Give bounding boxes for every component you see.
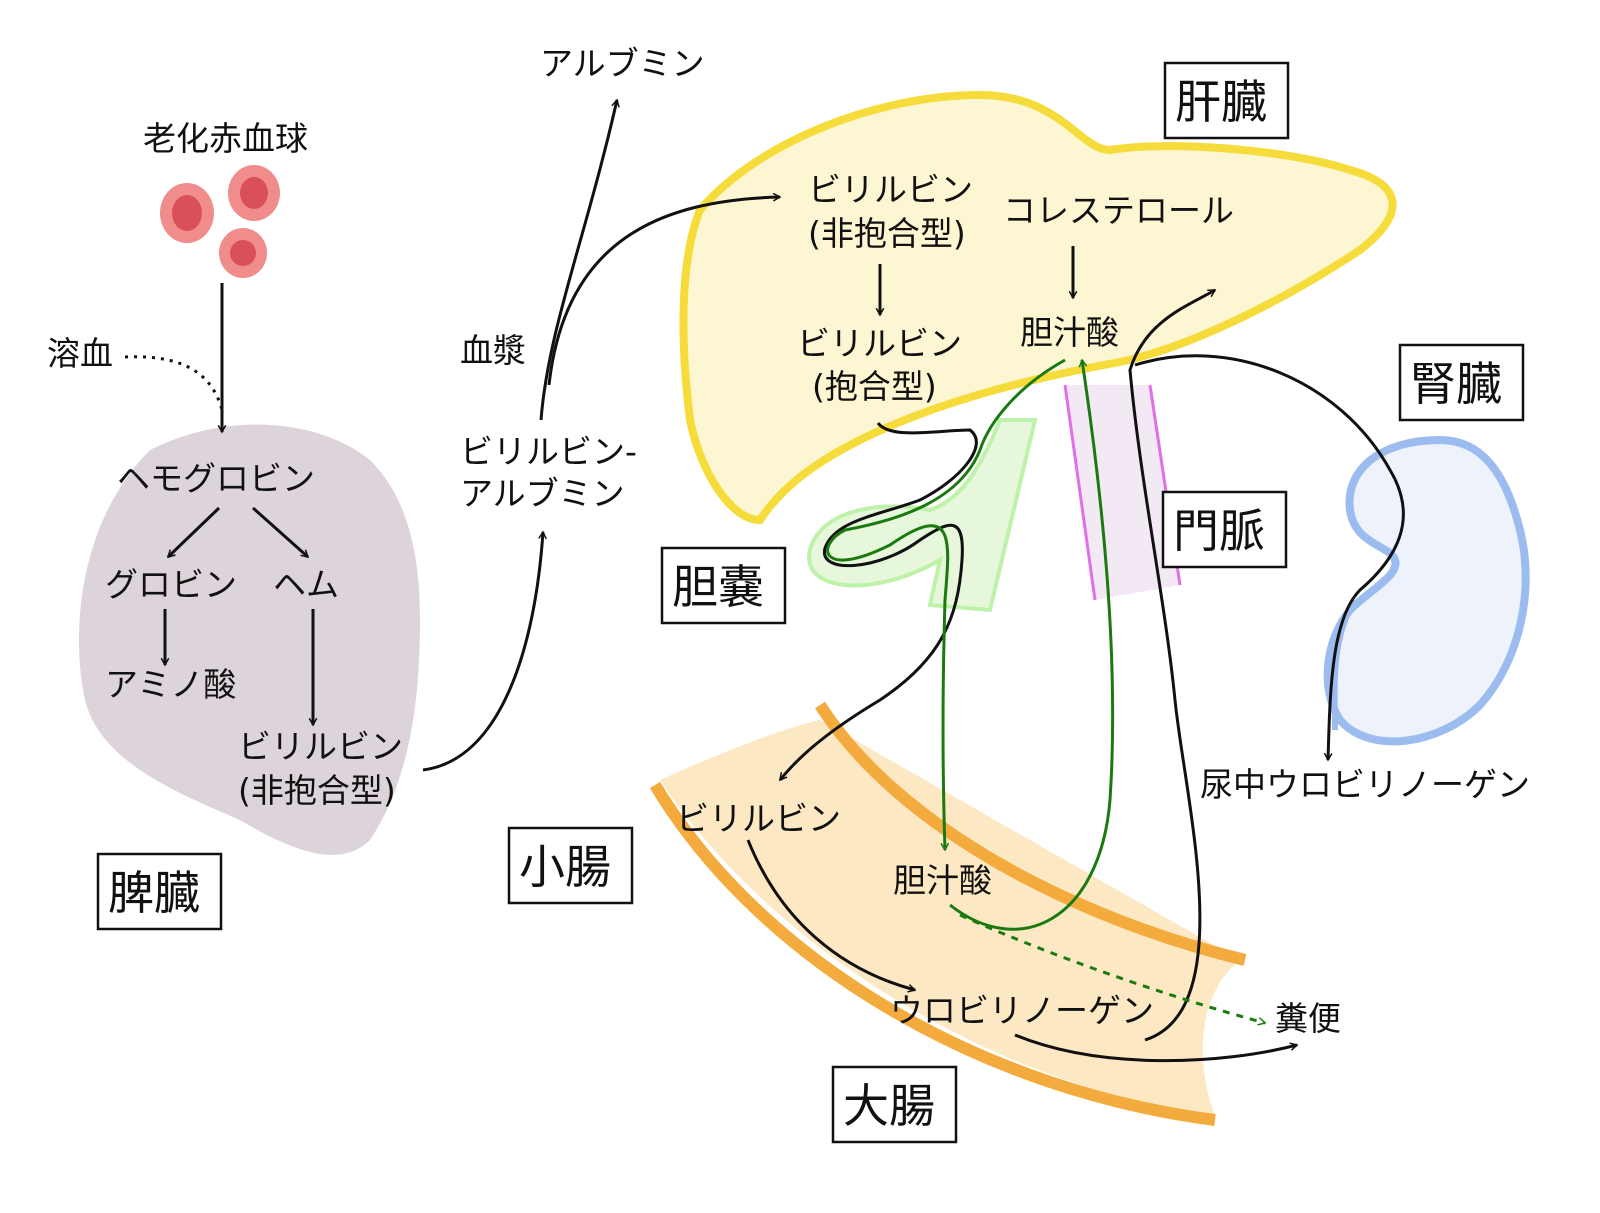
intestine-upper-wall (814, 701, 1247, 966)
svg-text:腎臓: 腎臓 (1410, 357, 1502, 411)
svg-text:肝臓: 肝臓 (1175, 75, 1267, 129)
spleen-shape (78, 424, 420, 855)
label-liver-conj-line1: ビリルビン (797, 324, 962, 363)
label-amino-acid: アミノ酸 (105, 665, 236, 704)
label-liver-unconj-line2: (非抱合型) (808, 214, 966, 253)
organ-label-small-intestine: 小腸 (507, 826, 634, 905)
label-bile-acid-liver: 胆汁酸 (1020, 313, 1119, 352)
label-urine-urobilinogen: 尿中ウロビリノーゲン (1200, 765, 1530, 804)
arrow-plasma-to-albumin (539, 100, 617, 421)
svg-text:脾臓: 脾臓 (108, 866, 200, 920)
organ-label-spleen: 脾臓 (96, 852, 223, 931)
arrow-bile-acid-enterohepatic (949, 360, 1115, 931)
arrow-bile-acid-to-intestine (826, 358, 1066, 850)
arrow-to-kidney (1134, 354, 1405, 760)
arrow-hemoglobin-to-globin (168, 506, 221, 559)
arrow-bilirubin-to-urobilinogen (746, 839, 915, 990)
organ-label-gallbladder: 胆嚢 (660, 546, 787, 625)
arrow-urobilinogen-to-feces (1014, 1033, 1297, 1063)
label-urobilinogen: ウロビリノーゲン (890, 991, 1154, 1030)
organ-label-liver: 肝臓 (1163, 61, 1290, 140)
label-bile-acid-intestine: 胆汁酸 (893, 861, 992, 900)
portal-vein-left-wall (1063, 384, 1097, 601)
label-hemoglobin: ヘモグロビン (117, 459, 315, 498)
label-heme: ヘム (273, 565, 339, 604)
svg-text:胆嚢: 胆嚢 (672, 560, 764, 614)
label-liver-unconj-line1: ビリルビン (808, 170, 973, 209)
label-hemolysis: 溶血 (47, 334, 113, 373)
arrow-plasma-to-liver (547, 197, 780, 386)
label-globin: グロビン (105, 565, 237, 604)
organ-label-kidney: 腎臓 (1398, 343, 1525, 422)
label-spleen-bilirubin-line1: ビリルビン (238, 727, 403, 766)
intestine-lower-wall (649, 781, 1216, 1126)
arrow-conj-through-gallbladder (778, 421, 978, 780)
intestine-shape (660, 720, 1240, 1115)
label-spleen-bilirubin-line2: (非抱合型) (238, 771, 396, 810)
organ-label-large-intestine: 大腸 (831, 1065, 958, 1144)
label-intestine-bilirubin: ビリルビン (676, 799, 841, 838)
label-senescent-rbc: 老化赤血球 (143, 119, 308, 158)
arrow-bile-acid-to-feces-dotted (959, 913, 1265, 1023)
label-cholesterol: コレステロール (1003, 191, 1234, 230)
arrow-spleen-to-bili-albumin (422, 532, 543, 772)
label-bili-albumin-line2: アルブミン (460, 474, 625, 513)
svg-text:門脈: 門脈 (1173, 504, 1265, 558)
svg-text:小腸: 小腸 (519, 840, 611, 894)
liver-shape (679, 90, 1397, 525)
label-feces: 糞便 (1275, 999, 1341, 1038)
svg-text:大腸: 大腸 (843, 1079, 935, 1133)
arrow-hemoglobin-to-heme (252, 506, 308, 559)
label-albumin: アルブミン (540, 44, 705, 83)
arrow-hemolysis-dotted (124, 355, 224, 411)
label-liver-conj-line2: (抱合型) (812, 367, 937, 406)
organ-label-portal-vein: 門脈 (1161, 490, 1288, 569)
ureter-shape (1331, 598, 1358, 731)
label-bili-albumin-line1: ビリルビン- (460, 432, 637, 471)
arrow-urobilinogen-reabsorption (1128, 288, 1215, 1042)
label-plasma: 血漿 (460, 331, 526, 370)
rbc-icon (160, 165, 280, 278)
